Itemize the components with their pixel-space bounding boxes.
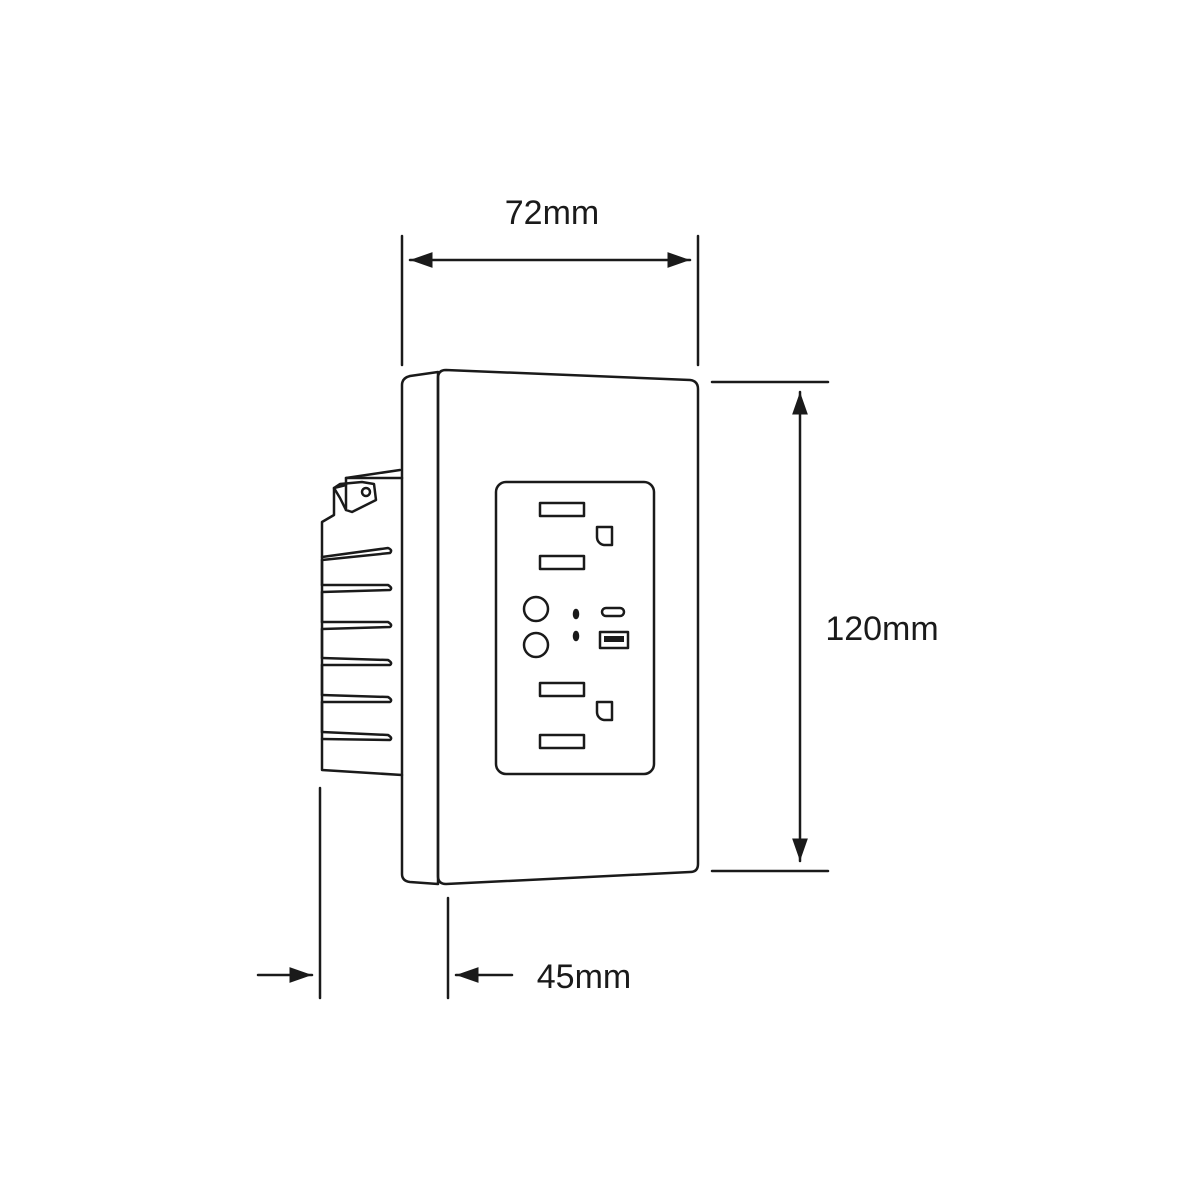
depth-label: 45mm: [537, 958, 631, 996]
upper-ground-hole: [595, 525, 614, 547]
upper-receptacle: [538, 501, 614, 571]
lower-ground-hole: [595, 700, 614, 722]
indicator-led-upper: [572, 608, 580, 620]
lower-receptacle: [538, 681, 614, 750]
rear-housing: [320, 468, 404, 777]
height-dimension: [710, 380, 830, 873]
width-label: 72mm: [505, 194, 599, 232]
rear-housing-top: [344, 468, 402, 480]
lower-slot-bottom: [538, 733, 586, 750]
usb-a-port-icon: [598, 630, 630, 650]
button-upper-icon: [522, 595, 550, 623]
wall-plate: [400, 368, 700, 886]
outlet-face: [494, 480, 656, 776]
button-lower-icon: [522, 631, 550, 659]
width-dimension: [400, 234, 700, 367]
depth-dimension: [256, 786, 514, 1000]
upper-slot-bottom: [538, 554, 586, 571]
control-area: [522, 595, 630, 659]
upper-slot-top: [538, 501, 586, 518]
cooling-fins: [320, 546, 393, 742]
plate-front-face: [436, 368, 700, 886]
indicator-led-lower: [572, 630, 580, 642]
height-label: 120mm: [825, 610, 938, 648]
plate-side-thickness: [400, 370, 440, 886]
lower-slot-top: [538, 681, 586, 698]
usb-c-port-icon: [600, 606, 626, 618]
terminal-clip: [332, 480, 378, 514]
outlet-face-outline: [494, 480, 656, 776]
